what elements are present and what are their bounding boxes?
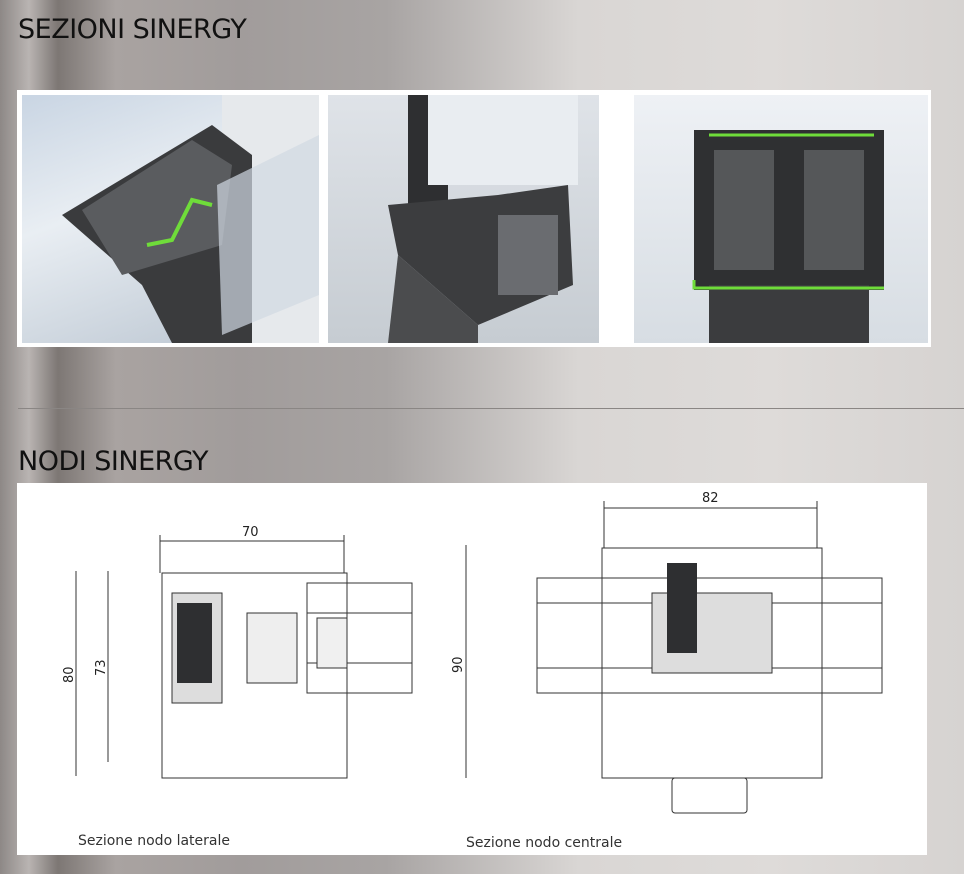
section-heading-nodi: NODI SINERGY (18, 446, 208, 477)
dim-inner-height-lateral: 73 (94, 659, 109, 676)
caption-lateral-node: Sezione nodo laterale (78, 833, 230, 849)
sections-gallery (17, 90, 931, 347)
caption-central-node: Sezione nodo centrale (466, 835, 623, 851)
dim-height-lateral: 80 (62, 666, 77, 683)
dim-height-central: 90 (451, 656, 466, 673)
dim-width-central: 82 (702, 491, 719, 506)
technical-drawings: 70 80 73 82 90 (62, 491, 883, 814)
section-heading-sezioni: SEZIONI SINERGY (18, 14, 247, 45)
central-node-render[interactable] (634, 95, 928, 343)
section-divider (18, 408, 964, 409)
dim-width-lateral: 70 (242, 525, 259, 540)
sill-section-render[interactable] (328, 95, 599, 343)
nodes-drawings: 70 80 73 82 90 Sezione nodo laterale Sez… (17, 483, 927, 855)
corner-section-render[interactable] (22, 95, 319, 343)
